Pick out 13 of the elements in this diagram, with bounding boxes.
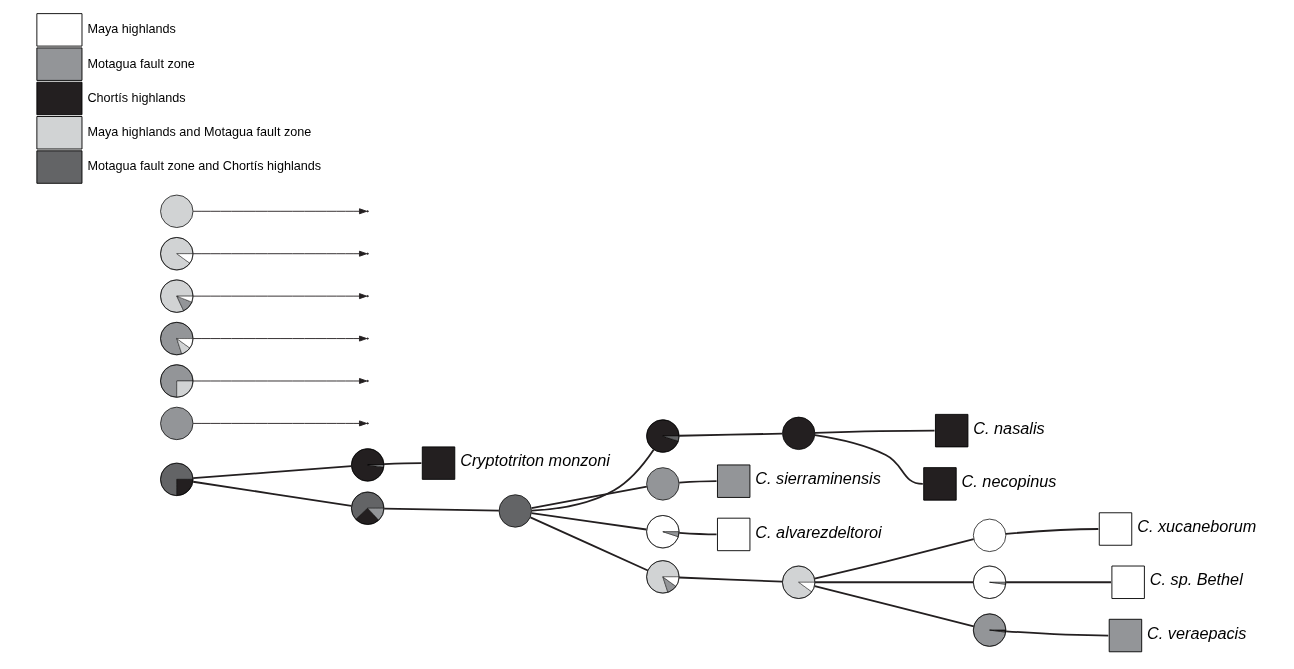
node-label: C. sp. Bethel <box>1149 570 1243 589</box>
legend-label: Motagua fault zone <box>86 56 195 71</box>
node-label: C. alvarezdeltoroi <box>754 522 882 541</box>
legend-label: Maya highlands <box>86 22 176 37</box>
node-label: C. necopinus <box>961 471 1056 490</box>
node-label: C. veraepacis <box>1146 623 1246 642</box>
node-label: Cryptotriton monzoni <box>459 451 610 470</box>
node-label: C. nasalis <box>972 418 1045 437</box>
node-label: C. xucaneborum <box>1136 517 1256 536</box>
legend-label: Motagua fault zone and Chortís highlands <box>86 159 321 174</box>
legend-label: Chortís highlands <box>86 90 186 105</box>
node-label: C. sierraminensis <box>754 469 881 488</box>
legend-label: Maya highlands and Motagua fault zone <box>86 125 311 140</box>
